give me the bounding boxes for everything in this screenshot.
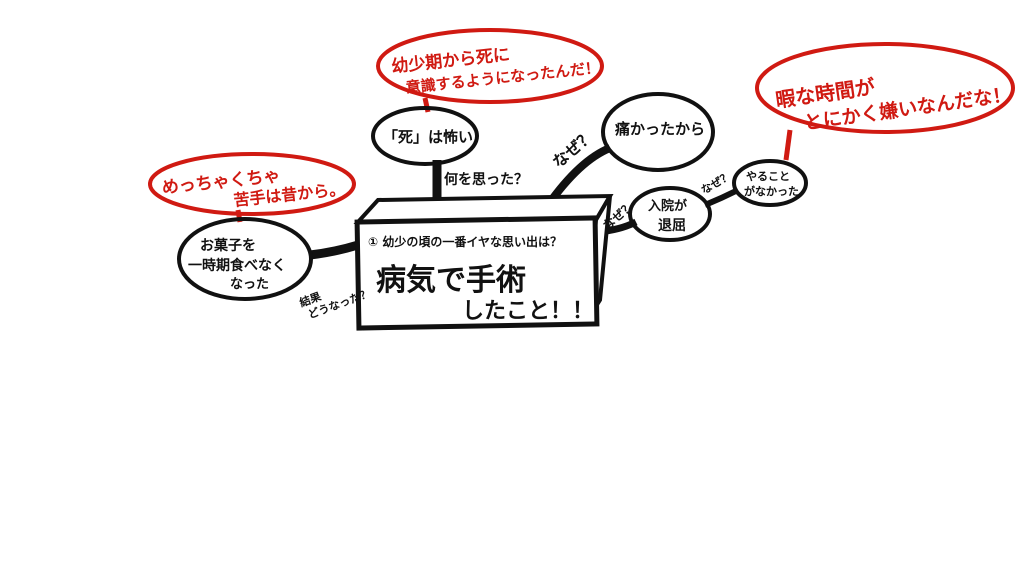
node-painful-text: 痛かったから <box>614 120 705 138</box>
connector-result <box>309 240 360 260</box>
insight-bubble-dislike <box>148 152 356 216</box>
center-answer-line1: 病気で手術 <box>376 263 526 298</box>
node-stopped-sweets <box>177 217 313 301</box>
node-bored-line2: 退屈 <box>658 218 686 234</box>
label-what-thought: 何を思った？ <box>444 171 528 188</box>
node-fear-of-death <box>371 106 479 166</box>
center-question: ① 幼少の頃の一番イヤな思い出は？ <box>368 234 562 249</box>
node-fear-of-death-text: 「死」は怖い <box>383 128 473 146</box>
node-nothing-to-do <box>732 159 808 207</box>
node-nothing-line1: やること <box>746 170 790 183</box>
insight-bubble-death <box>376 28 604 104</box>
node-bored-in-hospital <box>628 186 712 242</box>
node-sweets-line1: お菓子を <box>200 237 256 254</box>
center-answer-line2: したこと！！ <box>462 299 594 324</box>
node-painful <box>601 92 715 172</box>
center-box: ① 幼少の頃の一番イヤな思い出は？ 病気で手術 したこと！！ <box>353 193 614 331</box>
node-sweets-line2: 一時期食べなく <box>188 257 286 274</box>
insight-bubble-free-time <box>755 42 1015 134</box>
label-why-top: なぜ？ <box>549 126 598 171</box>
node-bored-line1: 入院が <box>648 198 687 214</box>
node-nothing-line2: がなかった <box>744 184 799 198</box>
node-sweets-line3: なった <box>230 277 269 292</box>
connector-red-3 <box>783 129 793 161</box>
